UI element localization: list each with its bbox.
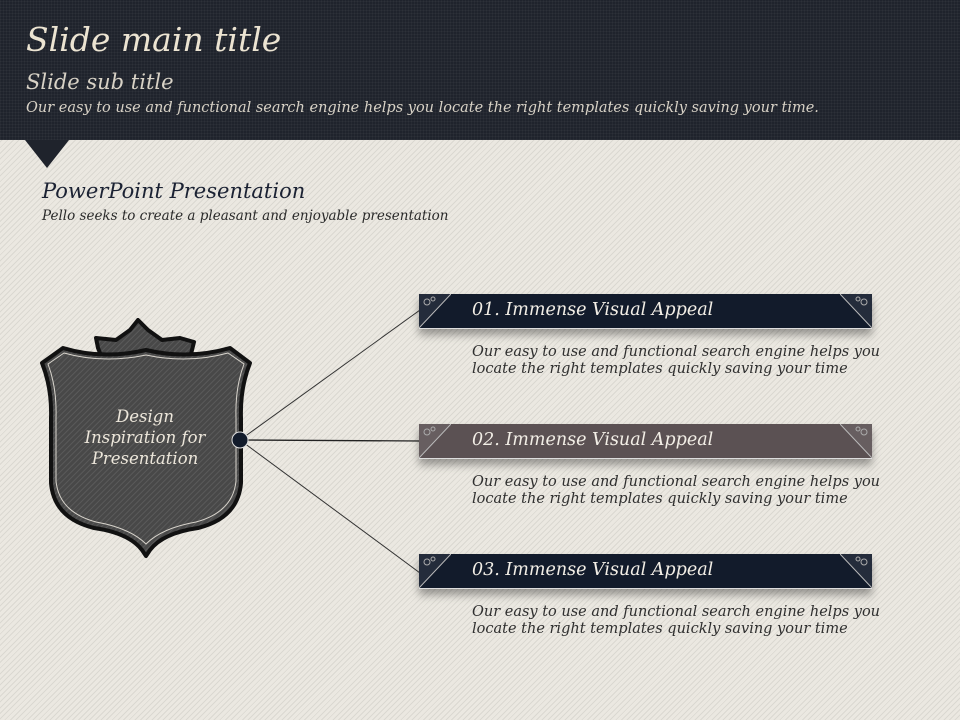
shield-line-3: Presentation xyxy=(91,449,199,468)
item-title-3: 03. Immense Visual Appeal xyxy=(472,560,714,580)
ornament-icon xyxy=(840,424,872,458)
shield-line-2: Inspiration for xyxy=(84,428,206,447)
slide-title: Slide main title xyxy=(26,20,282,59)
ornament-icon xyxy=(419,294,451,328)
item-bar-2: 02. Immense Visual Appeal xyxy=(419,424,872,459)
section-description: Pello seeks to create a pleasant and enj… xyxy=(42,208,449,224)
item-title-2: 02. Immense Visual Appeal xyxy=(472,430,714,450)
header-description: Our easy to use and functional search en… xyxy=(26,100,819,116)
connector-line-3 xyxy=(239,439,421,574)
header-notch xyxy=(25,140,69,168)
desc-line: locate the right templates quickly savin… xyxy=(472,621,848,637)
slide-subtitle: Slide sub title xyxy=(26,70,174,94)
desc-line: Our easy to use and functional search en… xyxy=(472,604,881,620)
desc-line: locate the right templates quickly savin… xyxy=(472,361,848,377)
desc-line: locate the right templates quickly savin… xyxy=(472,491,848,507)
slide-header: Slide main title Slide sub title Our eas… xyxy=(0,0,960,140)
item-description-2: Our easy to use and functional search en… xyxy=(472,474,892,508)
section-title: PowerPoint Presentation xyxy=(42,179,306,203)
shield-line-1: Design xyxy=(116,407,174,426)
shield-label: Design Inspiration for Presentation xyxy=(70,406,220,469)
desc-line: Our easy to use and functional search en… xyxy=(472,344,881,360)
item-title-1: 01. Immense Visual Appeal xyxy=(472,300,714,320)
ornament-icon xyxy=(840,554,872,588)
ornament-icon xyxy=(419,424,451,458)
shield-icon xyxy=(40,318,252,558)
item-bar-3: 03. Immense Visual Appeal xyxy=(419,554,872,589)
desc-line: Our easy to use and functional search en… xyxy=(472,474,881,490)
connector-line-1 xyxy=(239,309,421,441)
item-bar-1: 01. Immense Visual Appeal xyxy=(419,294,872,329)
connector-line-2 xyxy=(239,439,421,442)
item-description-1: Our easy to use and functional search en… xyxy=(472,344,892,378)
ornament-icon xyxy=(419,554,451,588)
item-description-3: Our easy to use and functional search en… xyxy=(472,604,892,638)
ornament-icon xyxy=(840,294,872,328)
